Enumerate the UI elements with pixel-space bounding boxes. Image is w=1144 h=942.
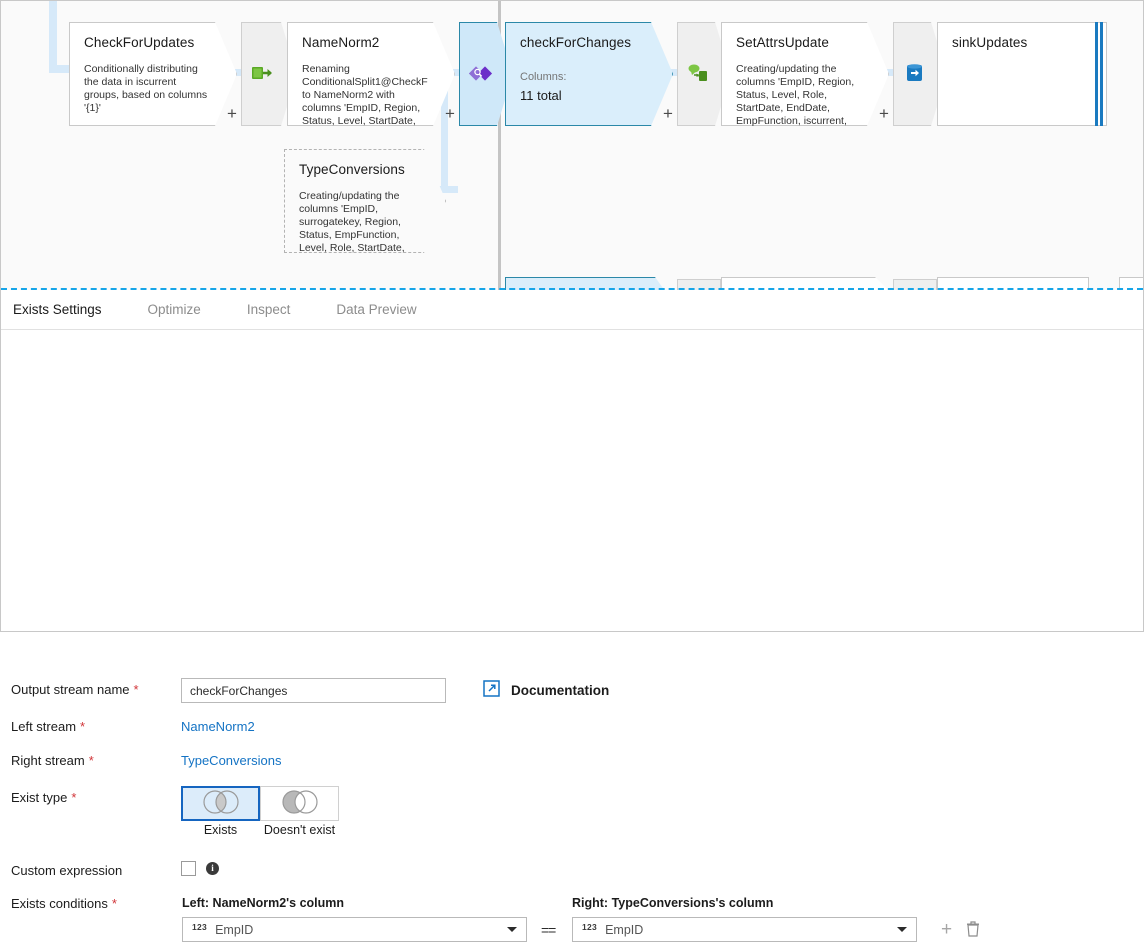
required-marker: *	[71, 790, 77, 805]
venn-intersection-icon	[196, 789, 246, 818]
right-column-dropdown[interactable]: 123 EmpID	[572, 917, 917, 942]
node-add-button[interactable]: +	[879, 104, 889, 123]
connector-typeconversions-up	[441, 73, 448, 193]
required-marker: *	[88, 753, 94, 768]
node-description: Conditionally distributing the data in i…	[84, 63, 208, 114]
tab-inspect[interactable]: Inspect	[246, 301, 291, 317]
exist-type-toggle-group	[181, 786, 339, 821]
add-condition-button[interactable]: +	[941, 919, 953, 940]
output-stream-name-input[interactable]	[181, 678, 446, 703]
documentation-link[interactable]: Documentation	[483, 680, 609, 700]
transform-icon-box-exists[interactable]	[459, 22, 513, 126]
node-setattrsupdate[interactable]: SetAttrsUpdate Creating/updating the col…	[721, 22, 889, 126]
derived-column-icon	[687, 63, 709, 86]
delete-condition-button[interactable]	[966, 921, 980, 940]
right-stream-row: Right stream *	[11, 753, 94, 768]
node-title: TypeConversions	[299, 162, 405, 177]
dataflow-canvas[interactable]: CheckForUpdates Conditionally distributi…	[1, 1, 1143, 290]
output-stream-name-label: Output stream name	[11, 682, 130, 697]
node-title: SetAttrsUpdate	[736, 35, 829, 50]
left-stream-value[interactable]: NameNorm2	[181, 719, 255, 734]
tab-data-preview[interactable]: Data Preview	[336, 301, 417, 317]
node-title: CheckForUpdates	[84, 35, 195, 50]
node-description: Creating/updating the columns 'EmpID, Re…	[736, 63, 855, 127]
exist-type-label: Exist type	[11, 790, 68, 805]
documentation-label: Documentation	[511, 682, 610, 698]
node-description: Renaming ConditionalSplit1@CheckForUpdat…	[302, 63, 428, 127]
tab-exists-settings[interactable]: Exists Settings	[13, 301, 102, 317]
custom-expression-control: i	[181, 861, 219, 876]
exist-type-labels: Exists Doesn't exist	[181, 823, 339, 837]
panel-splitter[interactable]	[1, 288, 1143, 290]
right-stream-value[interactable]: TypeConversions	[181, 753, 282, 768]
chevron-down-icon	[507, 927, 517, 932]
canvas-group-divider	[498, 1, 501, 290]
exists-conditions-row: Exists conditions *	[11, 896, 117, 911]
exist-type-label-exists: Exists	[203, 823, 238, 837]
operator-equals: ==	[541, 922, 556, 938]
node-sinkupdates[interactable]: sinkUpdates	[937, 22, 1107, 126]
custom-expression-label: Custom expression	[11, 863, 123, 878]
connector-typeconversions-elbow	[438, 186, 458, 193]
required-marker: *	[80, 719, 86, 734]
output-stream-name-row: Output stream name *	[11, 682, 139, 697]
venn-left-only-icon	[275, 789, 325, 818]
left-column-header: Left: NameNorm2's column	[182, 896, 345, 910]
node-title: checkForChanges	[520, 35, 632, 50]
exists-conditions-label: Exists conditions	[11, 896, 108, 911]
node-description: Creating/updating the columns 'EmpID, su…	[299, 190, 405, 267]
connector-incoming-elbow	[49, 65, 79, 73]
column-type-icon-right: 123	[582, 921, 598, 932]
node-add-button[interactable]: +	[445, 104, 455, 123]
node-add-button[interactable]: +	[663, 104, 673, 123]
node-namenorm2[interactable]: NameNorm2 Renaming ConditionalSplit1@Che…	[287, 22, 455, 126]
node-row2-icon-partial[interactable]	[677, 279, 721, 290]
left-column-dropdown[interactable]: 123 EmpID	[182, 917, 527, 942]
node-typeconversions[interactable]: TypeConversions Creating/updating the co…	[284, 149, 446, 253]
chevron-down-icon	[897, 927, 907, 932]
node-add-button[interactable]: +	[227, 104, 237, 123]
node-title: sinkUpdates	[952, 35, 1028, 50]
node-checkforchanges[interactable]: checkForChanges Columns: 11 total	[505, 22, 673, 126]
node-columns-value: 11 total	[520, 88, 562, 103]
info-icon[interactable]: i	[206, 862, 219, 875]
left-stream-label: Left stream	[11, 719, 77, 734]
sink-icon	[903, 63, 925, 86]
panel-tabs: Exists Settings Optimize Inspect Data Pr…	[1, 290, 1143, 330]
sink-accent-bar-outer	[1100, 22, 1103, 126]
node-columns-label: Columns:	[520, 71, 567, 83]
node-checkforupdates[interactable]: CheckForUpdates Conditionally distributi…	[69, 22, 237, 126]
right-column-header: Right: TypeConversions's column	[572, 896, 774, 910]
node-title: NameNorm2	[302, 35, 380, 50]
exists-icon	[469, 63, 493, 86]
exist-type-option-doesnt-exist[interactable]	[260, 786, 339, 821]
required-marker: *	[133, 682, 139, 697]
external-link-icon	[483, 680, 500, 700]
column-type-icon-left: 123	[192, 921, 208, 932]
required-marker: *	[111, 896, 117, 911]
custom-expression-checkbox[interactable]	[181, 861, 196, 876]
connector-incoming	[49, 1, 57, 73]
select-icon	[251, 64, 273, 85]
exist-type-option-exists[interactable]	[181, 786, 260, 821]
right-column-value: EmpID	[605, 922, 644, 937]
node-row2-partial-2[interactable]	[937, 277, 1089, 290]
tab-optimize[interactable]: Optimize	[147, 301, 201, 317]
node-row2-icon-partial-2[interactable]	[893, 279, 937, 290]
settings-panel: Exists Settings Optimize Inspect Data Pr…	[1, 290, 1143, 942]
left-stream-row: Left stream *	[11, 719, 85, 734]
sink-accent-bar-inner	[1095, 22, 1098, 126]
custom-expression-row: Custom expression	[11, 863, 122, 878]
node-row2-partial-3[interactable]	[1119, 277, 1143, 290]
right-stream-label: Right stream	[11, 753, 85, 768]
exist-type-label-doesnt-exist: Doesn't exist	[263, 823, 336, 837]
left-column-value: EmpID	[215, 922, 254, 937]
exist-type-row: Exist type *	[11, 790, 76, 805]
